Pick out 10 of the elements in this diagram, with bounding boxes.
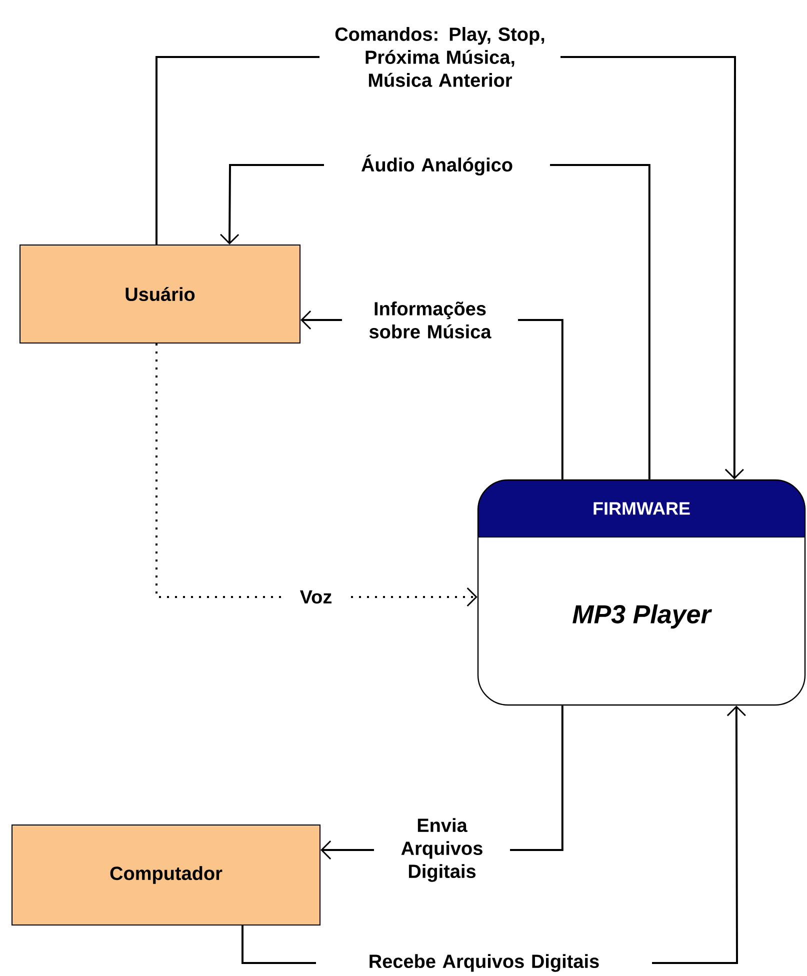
edge-label: Áudio Analógico: [324, 152, 550, 178]
process-box: Usuário: [20, 244, 300, 344]
device-box: FIRMWARE MP3 Player: [477, 479, 806, 706]
process-box: Computador: [12, 824, 320, 926]
edge-label: Voz: [283, 587, 349, 607]
edge-label: Comandos: Play, Stop, Próxima Música, Música Anterior: [320, 24, 560, 90]
edge-label: Envia Arquivos Digitais: [374, 815, 510, 885]
edge-label: Recebe Arquivos Digitais: [316, 951, 652, 975]
edge-label: Informações sobre Música: [342, 298, 518, 342]
arrow: [156, 344, 478, 607]
